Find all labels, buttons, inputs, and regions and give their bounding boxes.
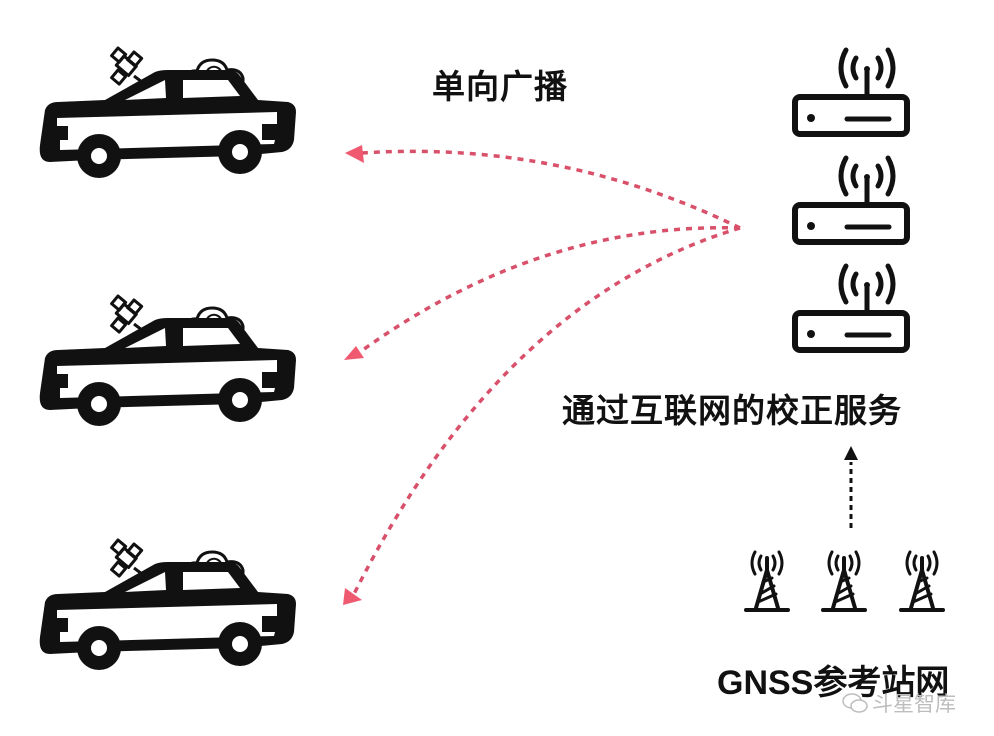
arrowhead-up-icon [844,446,858,460]
wireless-router-icon [795,50,907,134]
arrowhead-3 [343,588,362,605]
broadcast-arrow-3 [350,226,741,599]
car-2 [39,294,296,426]
watermark: 斗星智库 [842,688,956,718]
wireless-router-icon [795,266,907,350]
radio-tower-icon [821,550,867,612]
correction-service-label: 通过互联网的校正服务 [562,391,902,430]
broadcast-arrow-1 [361,149,741,230]
gnss-network-label: GNSS参考站网 [717,655,949,704]
broadcast-arrows [350,149,741,599]
gnss-suffix: 参考站网 [813,663,950,703]
radio-tower-icon [899,550,945,612]
broadcast-arrow-2 [358,225,741,354]
uplink-arrow [844,446,858,528]
arrowhead-1 [345,145,364,163]
car-3 [39,538,296,670]
wireless-router-icon [795,158,907,242]
radio-tower-icon [744,550,790,612]
car-icon [39,70,296,178]
broadcast-label: 单向广播 [432,67,568,106]
car-icon [39,318,296,426]
car-1 [39,46,296,178]
wechat-icon [842,693,868,713]
watermark-text: 斗星智库 [872,692,956,716]
arrowhead-2 [344,346,364,360]
car-icon [39,562,296,670]
gnss-prefix: GNSS [717,664,814,702]
